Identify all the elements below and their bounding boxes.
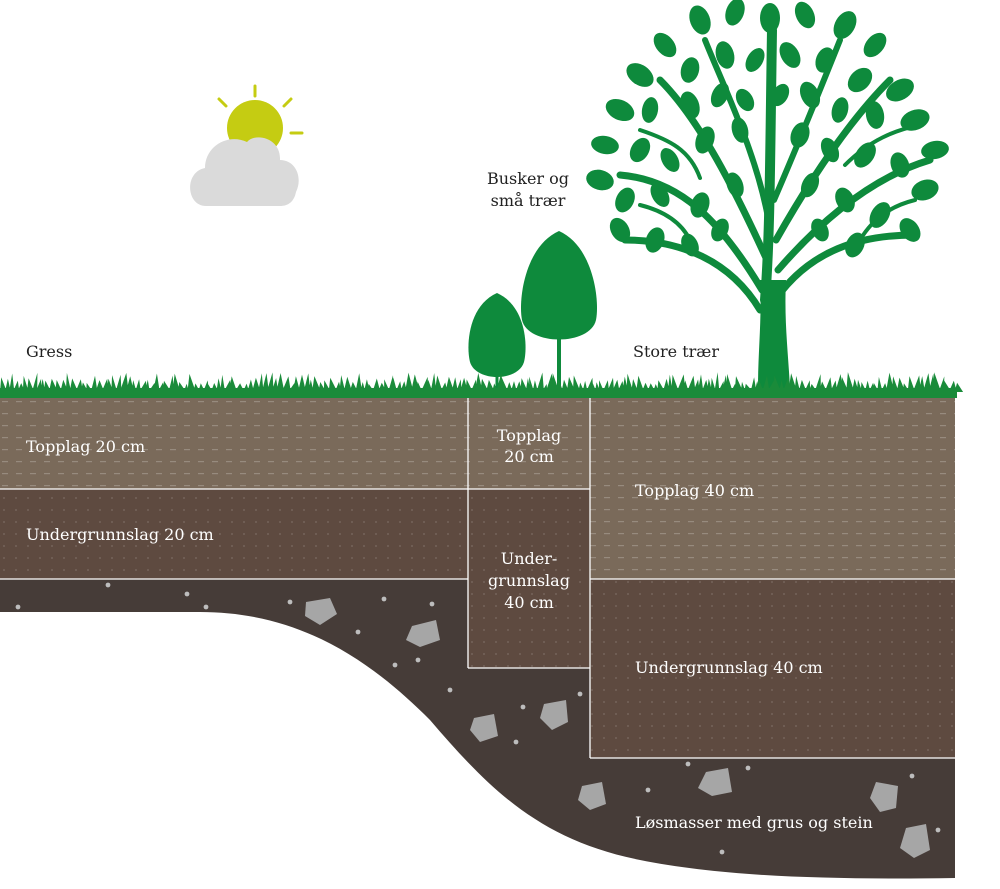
shrub-topsoil-label-line2: 20 cm bbox=[504, 447, 554, 466]
grass-topsoil-label: Topplag 20 cm bbox=[26, 437, 145, 456]
shrubs-label-line2: små trær bbox=[491, 191, 566, 210]
grass-strip bbox=[0, 372, 964, 398]
gravel-dots bbox=[15, 582, 941, 855]
grass-blades bbox=[0, 372, 964, 392]
tree-subsoil-label: Undergrunnslag 40 cm bbox=[635, 658, 823, 677]
tree-topsoil-label: Topplag 40 cm bbox=[635, 481, 754, 500]
large-trees-label: Store trær bbox=[633, 342, 719, 361]
layer-dividers bbox=[0, 398, 955, 759]
loose-material-label: Løsmasser med grus og stein bbox=[635, 813, 873, 832]
shrub-subsoil-label-line2: grunnslag bbox=[488, 571, 570, 590]
shrub-topsoil-label-line1: Topplag bbox=[497, 426, 561, 445]
large-tree-icon bbox=[586, 0, 949, 388]
grass-subsoil-label: Undergrunnslag 20 cm bbox=[26, 525, 214, 544]
shrub-icons bbox=[468, 231, 598, 388]
shrubs-label-line1: Busker og bbox=[487, 169, 569, 188]
soil-profile bbox=[0, 398, 955, 879]
shrub-subsoil-label-line3: 40 cm bbox=[504, 593, 554, 612]
cloud-icon bbox=[190, 137, 299, 206]
grass-label: Gress bbox=[26, 342, 72, 361]
stone-icons bbox=[305, 598, 930, 858]
shrub-subsoil-label-line1: Under- bbox=[501, 549, 558, 568]
